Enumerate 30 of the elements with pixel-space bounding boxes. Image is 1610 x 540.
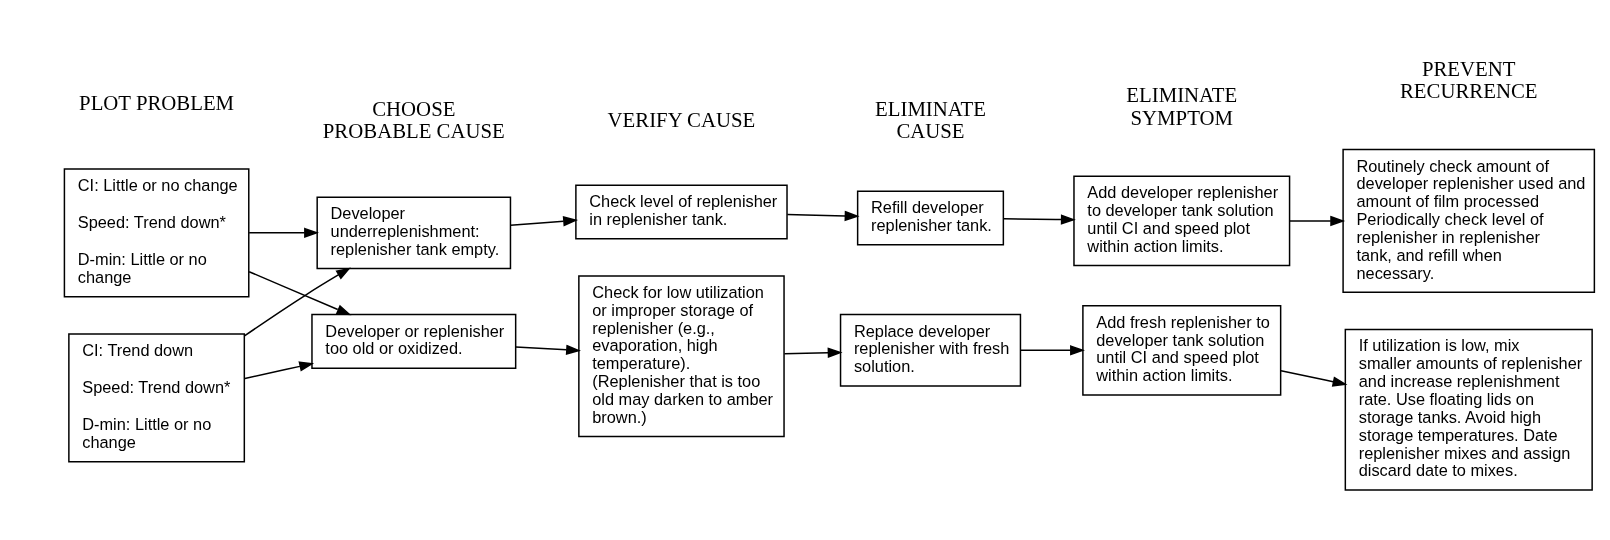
node-box: Check level of replenisher in replenisher tank. [575, 184, 788, 240]
node-box: Refill developer replenisher tank. [856, 190, 1005, 246]
node-box: Add developer replenisher to developer tank solution until CI and speed plot within action limits. [1073, 175, 1291, 267]
label: ELIMINATE CAUSE [875, 96, 986, 143]
node-box: Routinely check amount of developer replenisher used and amount of film processed Periodically check level of replenisher in replenisher tank, and refill when necessary. [1342, 148, 1596, 294]
arrow [1020, 345, 1085, 356]
node-box: CI: Little or no change Speed: Trend down* D-min: Little or no change [63, 168, 250, 298]
arrow [244, 361, 315, 380]
node-box: Check for low utilization or improper storage of replenisher (e.g., evaporation, high temperature). (Replenisher that is too old may darken to amber brown.) [578, 275, 785, 438]
arrow [509, 216, 579, 227]
arrow [248, 227, 319, 239]
arrow [783, 347, 843, 358]
node-box: CI: Trend down Speed: Trend down* D-min: Little or no change [68, 333, 246, 463]
arrow [243, 267, 351, 337]
arrow [515, 344, 581, 356]
label: PLOT PROBLEM [79, 91, 235, 116]
node-box: Replace developer replenisher with fresh solution. [839, 313, 1022, 387]
label: ELIMINATE SYMPTOM [1126, 83, 1238, 130]
arrow [1280, 370, 1348, 387]
node-box: Developer or replenisher too old or oxidized. [311, 313, 517, 369]
arrow [1003, 214, 1076, 225]
arrow [1289, 215, 1346, 227]
arrow [786, 210, 860, 222]
arrow [248, 270, 352, 316]
label: CHOOSE PROBABLE CAUSE [322, 96, 505, 143]
label: PREVENT RECURRENCE [1399, 56, 1538, 103]
node-box: Add fresh replenisher to developer tank solution until CI and speed plot within action limits. [1082, 304, 1282, 396]
node-box: Developer underreplenishment: replenisher tank empty. [316, 196, 512, 270]
label: VERIFY CAUSE [607, 107, 756, 132]
node-box: If utilization is low, mix smaller amounts of replenisher and increase replenishment rate. Use floating lids on storage tanks. Avoid high storage temperatures. Date replenisher mixes and assign discard date to mixes. [1344, 328, 1593, 491]
